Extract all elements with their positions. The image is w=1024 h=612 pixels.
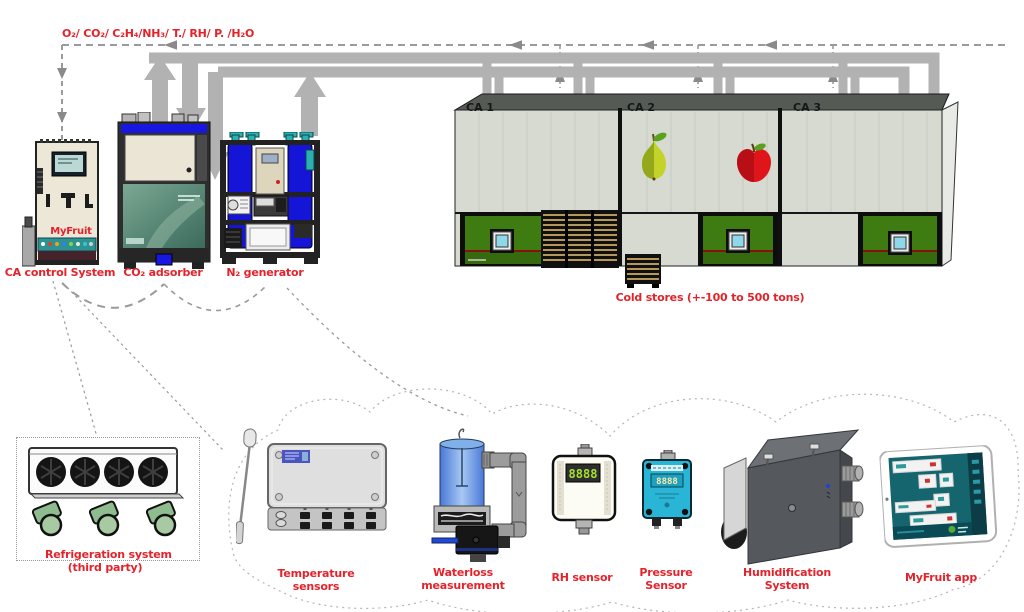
waterloss-illustration [426,422,534,564]
compressor-icon [31,500,177,537]
room-label-ca2: CA 2 [627,101,656,114]
refrigeration-illustration [28,447,185,537]
cabinet-brand-label: MyFruit [50,226,92,237]
pressure-sensor-illustration: 8888 [640,450,696,530]
apple-icon [737,143,771,182]
gas-pipes [149,52,940,97]
temperature-sensor-box-illustration [266,442,390,534]
n2-generator-label: N₂ generator [226,266,304,279]
refrigeration-system-box [16,437,200,561]
temperature-probe-illustration [236,427,264,549]
humidification-label-line1: Humidification [742,566,832,579]
refrigeration-label-line2: (third party) [67,561,143,574]
cold-store-door [858,212,942,266]
temperature-sensors-label-line2: sensors [292,580,340,593]
ca-control-system-illustration [22,138,102,270]
pressure-display: 8888 [656,477,678,487]
room-label-ca3: CA 3 [793,101,822,114]
cold-stores-caption: Cold stores (+-100 to 500 tons) [615,291,805,304]
fruit-bin [625,254,661,288]
cold-store-door [698,212,778,266]
refrigeration-label-line1: Refrigeration system [45,548,172,561]
pressure-sensor-label-line1: Pressure [639,566,693,579]
rh-sensor-label: RH sensor [551,571,613,584]
temperature-sensors-label-line1: Temperature [277,567,355,580]
pressure-sensor-label-line2: Sensor [645,579,687,592]
sensor-cloud-outline [228,388,1020,612]
latch-icon [763,443,820,469]
waterloss-label-line1: Waterloss [433,566,493,579]
pear-icon [642,132,667,181]
waterloss-label-line2: measurement [421,579,505,592]
myfruit-app-tablet-illustration [879,444,1001,552]
n2-generator-illustration [218,132,322,266]
humidification-illustration [718,428,868,568]
cold-store-door [460,212,546,266]
humidification-label-line2: System [764,579,810,592]
machine-flow-arrows [144,56,326,180]
hose-connector-icon [841,465,864,518]
co2-adsorber-label: CO₂ adsorber [123,266,203,279]
gas-path-label: O₂/ CO₂/ C₂H₄/NH₃/ T./ RH/ P. /H₂O [62,27,255,40]
rh-sensor-illustration: 8888 [550,444,620,536]
machine-link-arcs [52,280,469,452]
cold-stores-illustration [452,88,968,293]
pallet-stack [541,210,619,268]
room-label-ca1: CA 1 [466,101,495,114]
myfruit-app-label: MyFruit app [904,571,977,584]
fan-icon [36,457,168,487]
rh-display: 8888 [569,467,598,481]
ca-control-system-label: CA control System [4,266,116,279]
co2-adsorber-illustration [116,112,212,276]
